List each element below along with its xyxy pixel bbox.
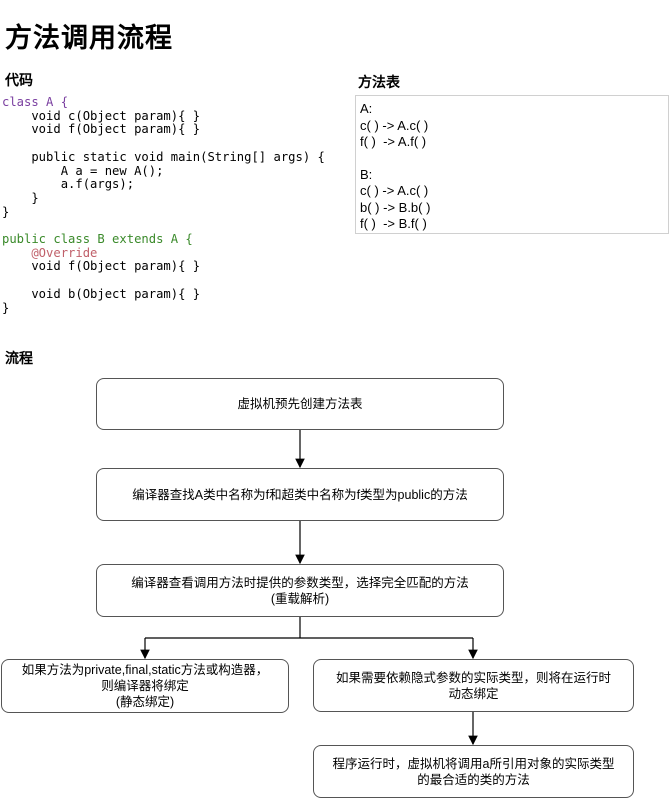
code-line: } — [2, 300, 10, 315]
code-line: void b(Object param){ } — [2, 286, 201, 301]
flow-node-overload-resolution: 编译器查看调用方法时提供的参数类型，选择完全匹配的方法 (重载解析) — [96, 564, 504, 617]
method-table-line: f( ) -> B.f( ) — [360, 216, 427, 231]
method-table-line: A: — [360, 101, 373, 116]
method-table-box: A: c( ) -> A.c( ) f( ) -> A.f( ) B: c( )… — [355, 95, 669, 234]
code-annotation: @Override — [2, 245, 98, 260]
code-class-a: class A { — [2, 95, 69, 109]
method-table-line: b( ) -> B.b( ) — [360, 199, 431, 215]
code-line: void c(Object param){ } — [2, 108, 201, 123]
flow-node-static-binding: 如果方法为private,final,static方法或构造器， 则编译器将绑定… — [1, 659, 289, 713]
code-line: } — [2, 204, 10, 219]
flow-node-compiler-lookup: 编译器查找A类中名称为f和超类中名称为f类型为public的方法 — [96, 468, 504, 521]
code-block: class A { void c(Object param){ } void f… — [2, 95, 325, 315]
code-section-label: 代码 — [5, 73, 33, 89]
method-table-line: f( ) -> A.f( ) — [360, 134, 427, 149]
code-line: A a = new A(); — [2, 163, 164, 178]
flow-node-label: 如果方法为private,final,static方法或构造器， 则编译器将绑定… — [21, 663, 269, 709]
flow-node-runtime-invoke: 程序运行时，虚拟机将调用a所引用对象的实际类型 的最合适的类的方法 — [313, 745, 634, 798]
flow-node-label: 如果需要依赖隐式参数的实际类型，则将在运行时 动态绑定 — [335, 670, 611, 701]
code-line: class A { — [2, 95, 68, 109]
code-line: public class B extends A { — [2, 232, 193, 247]
flow-node-create-method-table: 虚拟机预先创建方法表 — [96, 378, 504, 430]
page-title: 方法调用流程 — [5, 23, 173, 54]
method-table-section-label: 方法表 — [358, 75, 400, 91]
method-table-line: B: — [360, 166, 373, 182]
flow-node-label: 虚拟机预先创建方法表 — [237, 397, 363, 411]
flow-node-dynamic-binding: 如果需要依赖隐式参数的实际类型，则将在运行时 动态绑定 — [313, 659, 634, 712]
code-line: public static void main(String[] args) { — [2, 149, 325, 164]
flow-section-label: 流程 — [5, 351, 33, 367]
code-line: } — [2, 190, 39, 205]
code-line: void f(Object param){ } — [2, 259, 201, 274]
flow-node-label: 编译器查找A类中名称为f和超类中名称为f类型为public的方法 — [132, 487, 468, 502]
flow-node-label: 程序运行时，虚拟机将调用a所引用对象的实际类型 的最合适的类的方法 — [332, 756, 615, 787]
code-line: void f(Object param){ } — [2, 122, 201, 137]
method-table-line: c( ) -> A.c( ) — [360, 183, 429, 198]
flow-node-label: 编译器查看调用方法时提供的参数类型，选择完全匹配的方法 (重载解析) — [131, 575, 469, 606]
code-line: a.f(args); — [2, 177, 135, 192]
method-table-line: c( ) -> A.c( ) — [360, 117, 429, 133]
